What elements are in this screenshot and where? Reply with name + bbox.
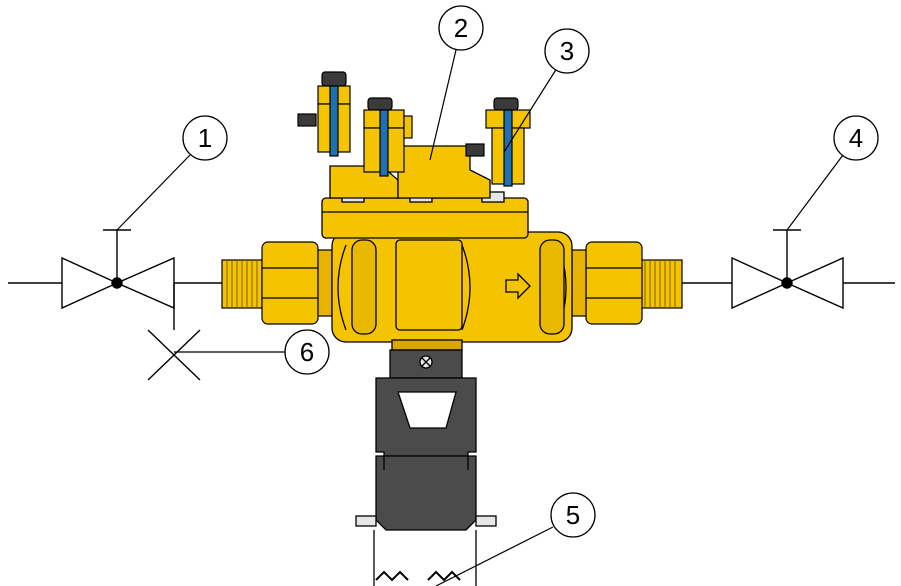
callout-5: 5 bbox=[550, 492, 596, 538]
right-shutoff-valve bbox=[731, 229, 844, 310]
callout-1-label: 1 bbox=[198, 123, 212, 153]
callout-1: 1 bbox=[182, 115, 228, 161]
test-cock-middle bbox=[363, 97, 413, 177]
left-shutoff-valve bbox=[61, 229, 175, 330]
callout-2: 2 bbox=[438, 5, 484, 51]
callout-6: 6 bbox=[284, 329, 330, 375]
callout-4-label: 4 bbox=[849, 123, 863, 153]
drain-funnel bbox=[355, 349, 497, 531]
drain-tap-symbol bbox=[147, 329, 201, 381]
callout-6-label: 6 bbox=[300, 337, 314, 367]
callout-2-label: 2 bbox=[454, 13, 468, 43]
callout-leaders bbox=[116, 49, 844, 586]
callout-5-label: 5 bbox=[566, 500, 580, 530]
test-cock-left bbox=[297, 71, 351, 157]
callout-4: 4 bbox=[833, 115, 879, 161]
right-outlet-connector bbox=[571, 241, 683, 325]
test-cock-right bbox=[465, 97, 531, 187]
drain-outlet bbox=[373, 530, 477, 586]
callout-3: 3 bbox=[544, 28, 590, 74]
callout-3-label: 3 bbox=[560, 36, 574, 66]
flow-direction-arrow-icon bbox=[505, 272, 531, 300]
valve-body bbox=[321, 145, 573, 351]
left-inlet-connector bbox=[221, 241, 333, 325]
